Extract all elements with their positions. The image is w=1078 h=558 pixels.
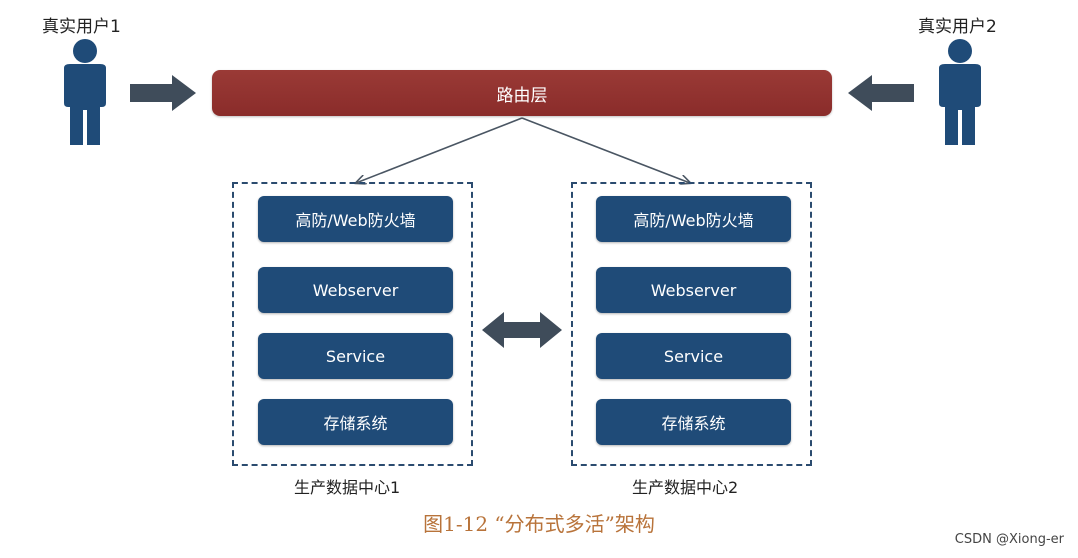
double-arrow-icon (482, 312, 562, 348)
dc2-layer-service: Service (596, 333, 791, 379)
datacenter-2 (571, 182, 812, 466)
person-icon-user2 (939, 39, 981, 145)
dc1-label: 生产数据中心1 (294, 478, 401, 497)
arrow-left-icon (848, 75, 914, 111)
dc2-layer-waf: 高防/Web防火墙 (596, 196, 791, 242)
dc1-layer-waf: 高防/Web防火墙 (258, 196, 453, 242)
dc1-layer-webserver: Webserver (258, 267, 453, 313)
dc2-layer-webserver: Webserver (596, 267, 791, 313)
router-layer: 路由层 (212, 70, 832, 116)
connector-to-dc2 (521, 117, 690, 183)
dc1-layer-storage: 存储系统 (258, 399, 453, 445)
dc2-layer-storage: 存储系统 (596, 399, 791, 445)
watermark: CSDN @Xiong-er (954, 532, 1064, 547)
datacenter-1 (232, 182, 473, 466)
person-icon-user1 (64, 39, 106, 145)
user1-label: 真实用户1 (42, 17, 121, 37)
dc1-layer-service: Service (258, 333, 453, 379)
user2-label: 真实用户2 (918, 17, 997, 37)
dc2-label: 生产数据中心2 (632, 478, 739, 497)
connector-to-dc1 (356, 117, 523, 183)
arrow-right-icon (130, 75, 196, 111)
figure-caption: 图1-12 “分布式多活”架构 (423, 512, 655, 536)
